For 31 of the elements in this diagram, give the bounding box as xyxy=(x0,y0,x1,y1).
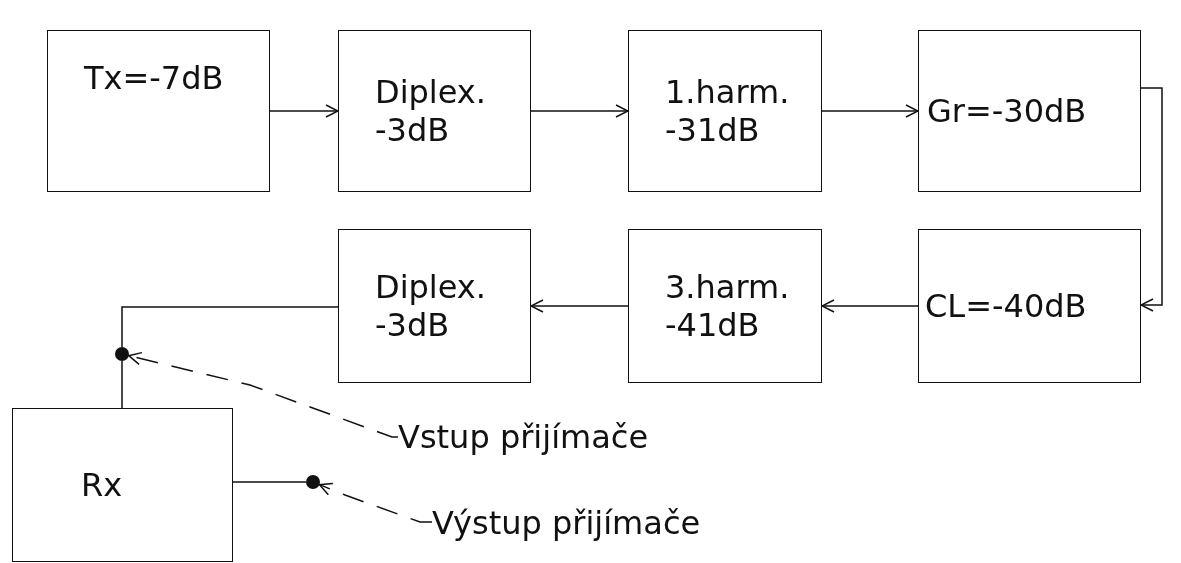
block-label: Diplex. -3dB xyxy=(375,267,487,345)
block-label: Gr=-30dB xyxy=(927,91,1088,131)
junction-dot xyxy=(115,347,129,361)
block-box xyxy=(628,229,822,383)
block-label: 1.harm. -31dB xyxy=(665,72,791,150)
arrow xyxy=(1140,87,1163,312)
block-label: Tx=-7dB xyxy=(84,59,225,98)
block-box xyxy=(338,30,531,192)
block-box xyxy=(918,30,1141,192)
connector-line xyxy=(232,481,307,483)
leader-arrow xyxy=(128,351,399,438)
arrow xyxy=(821,104,919,118)
connector-line xyxy=(121,306,339,348)
block-label: Diplex. -3dB xyxy=(375,72,487,150)
block-label: Rx xyxy=(81,465,124,505)
arrow xyxy=(269,104,339,118)
block-box xyxy=(628,30,822,192)
block-box xyxy=(12,408,233,562)
leader-arrow xyxy=(318,482,433,523)
junction-dot xyxy=(306,475,320,489)
connector-line xyxy=(121,360,123,409)
arrow xyxy=(821,299,919,313)
callout-label: Výstup přijímače xyxy=(432,503,702,543)
callout-label: Vstup přijímače xyxy=(398,417,650,457)
block-label: 3.harm. -41dB xyxy=(665,267,791,345)
block-label: CL=-40dB xyxy=(925,286,1088,326)
arrow xyxy=(530,299,629,313)
block-box xyxy=(918,229,1141,383)
block-box xyxy=(47,30,270,192)
arrow xyxy=(530,104,629,118)
block-box xyxy=(338,229,531,383)
